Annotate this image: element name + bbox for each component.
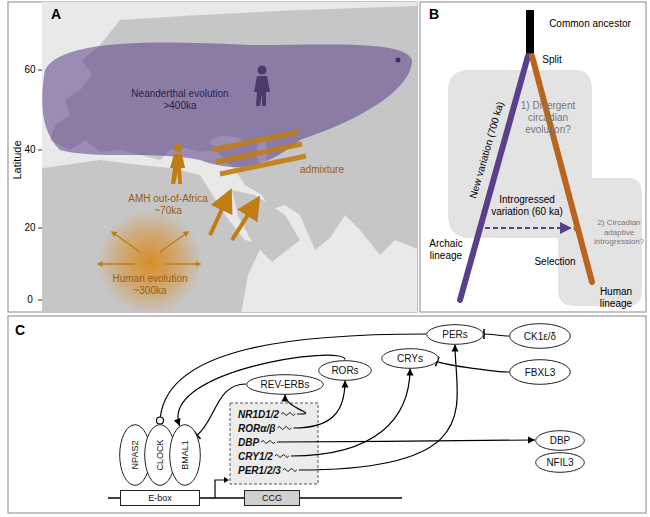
regulation-connector bbox=[299, 345, 459, 471]
map bbox=[42, 2, 417, 312]
axis-tick: 60 bbox=[22, 64, 38, 76]
panel-letter: C bbox=[10, 322, 30, 339]
node-text: DBP bbox=[238, 437, 259, 448]
node-text: E-box bbox=[148, 493, 172, 503]
mrna-wave bbox=[283, 469, 297, 472]
node-text: NFIL3 bbox=[546, 457, 573, 468]
tree-label: Introgressed variation (60 ka) bbox=[489, 194, 565, 218]
tree-label: Selection bbox=[532, 256, 578, 268]
protein-ellipse: CRYs bbox=[381, 348, 439, 369]
gene-box bbox=[230, 403, 318, 484]
node-text: DBP bbox=[550, 435, 571, 446]
regulation-connector bbox=[157, 334, 427, 424]
protein-ellipse: NFIL3 bbox=[535, 452, 585, 473]
introgression-arrow bbox=[485, 227, 570, 229]
node-text: FBXL3 bbox=[525, 367, 556, 378]
node-text: PERs bbox=[442, 329, 468, 340]
panel-frame bbox=[8, 316, 646, 513]
gene-name: RORα/β bbox=[238, 421, 293, 435]
regulation-connector bbox=[282, 395, 306, 415]
axis-title: Latitude bbox=[11, 130, 24, 190]
node-text: RORs bbox=[331, 365, 358, 376]
gene-name: PER1/2/3 bbox=[238, 463, 299, 477]
archaic-lineage bbox=[460, 56, 528, 300]
tree-label: Archaic lineage bbox=[424, 238, 468, 262]
mrna-wave bbox=[275, 455, 289, 458]
protein-ellipse: RORs bbox=[318, 360, 372, 381]
protein-ellipse: DBP bbox=[535, 430, 585, 451]
node-text: PER1/2/3 bbox=[238, 465, 281, 476]
node-text: CRY1/2 bbox=[238, 451, 273, 462]
mrna-wave bbox=[261, 441, 275, 444]
tree-note: 1) Divergent circadian evolution? bbox=[510, 100, 586, 136]
node-text: REV-ERBs bbox=[261, 379, 310, 390]
protein-ellipse: PERs bbox=[426, 324, 484, 345]
mrna-wave bbox=[281, 413, 295, 416]
map-label: Neanderthal evolution >400ka bbox=[120, 88, 240, 112]
human-figure bbox=[170, 144, 185, 184]
gene-name: CRY1/2 bbox=[238, 449, 291, 463]
regulation-connector bbox=[484, 329, 509, 339]
tree-label: Split bbox=[537, 54, 567, 66]
neanderthal-figure bbox=[254, 66, 270, 107]
node-text: BMAL1 bbox=[180, 440, 190, 470]
tree-label: Human lineage bbox=[593, 286, 639, 310]
regulation-connector bbox=[277, 437, 535, 444]
panel-letter: A bbox=[46, 6, 66, 23]
map-label: AMH out-of-Africa ~70ka bbox=[128, 193, 208, 217]
ancestor-bar bbox=[526, 10, 534, 54]
node-text: CRYs bbox=[397, 353, 423, 364]
gene-name: DBP bbox=[238, 435, 277, 449]
human-lineage bbox=[532, 56, 592, 282]
node-text: CLOCK bbox=[155, 439, 165, 470]
panel-letter: B bbox=[424, 6, 444, 23]
node-text: RORα/β bbox=[238, 423, 275, 434]
node-text: NR1D1/2 bbox=[238, 409, 279, 420]
regulation-connector bbox=[436, 357, 509, 372]
axis-tick: 20 bbox=[22, 222, 38, 234]
axis-tick: 0 bbox=[22, 294, 38, 306]
promoter-box: CCG bbox=[244, 490, 300, 506]
tree-label: Common ancestor bbox=[545, 18, 635, 30]
node-text: CK1ε/δ bbox=[524, 331, 556, 342]
map-label: Human evolution ~300ka bbox=[105, 273, 195, 297]
panel-frame bbox=[420, 2, 646, 312]
node-text: NPAS2 bbox=[130, 441, 140, 470]
protein-ellipse: BMAL1 bbox=[169, 424, 201, 486]
gene-name: NR1D1/2 bbox=[238, 407, 297, 421]
mrna-wave bbox=[277, 427, 291, 430]
map-label: admixture bbox=[292, 164, 352, 176]
protein-ellipse: FBXL3 bbox=[509, 359, 571, 385]
protein-ellipse: REV-ERBs bbox=[246, 374, 324, 395]
protein-ellipse: CK1ε/δ bbox=[509, 323, 571, 349]
promoter-box: E-box bbox=[120, 490, 200, 506]
axis-tick: 40 bbox=[22, 144, 38, 156]
regulation-connector bbox=[174, 355, 345, 426]
tree-note: 2) Circadian adaptive introgression? bbox=[594, 218, 644, 247]
node-text: CCG bbox=[262, 493, 282, 503]
